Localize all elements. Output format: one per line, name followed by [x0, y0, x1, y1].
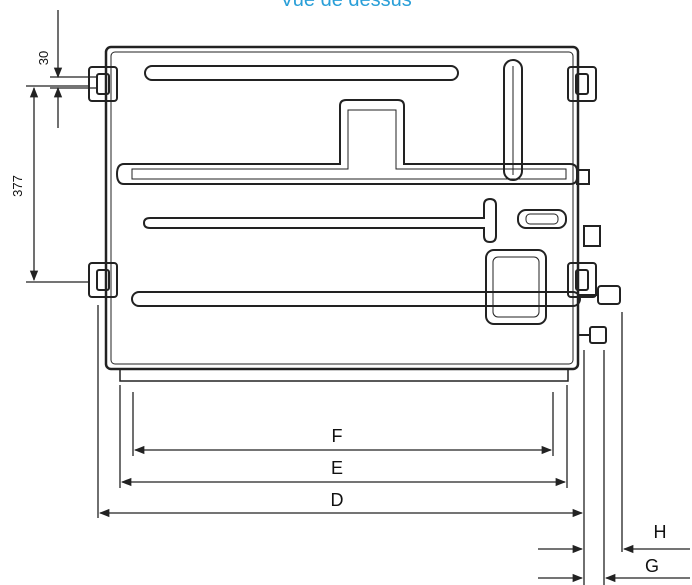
pipe-connector-upper — [597, 285, 621, 305]
dimension-377-label: 377 — [10, 175, 25, 197]
square-frame — [485, 249, 547, 325]
side-box-upper — [576, 169, 590, 185]
pipe-connector-lower — [589, 326, 607, 344]
dimension-d-label: D — [331, 490, 344, 510]
slot-right — [517, 209, 567, 229]
dimension-e-label: E — [331, 458, 343, 478]
side-box-lower — [583, 225, 601, 247]
groove-vertical — [503, 59, 523, 181]
unit-housing — [104, 45, 580, 371]
groove-bottom — [131, 291, 581, 307]
groove-top — [144, 65, 459, 81]
dimension-g-label: G — [645, 556, 659, 576]
view-title: Vue de dessus — [280, 0, 412, 11]
bracket-bottom-right — [567, 262, 597, 298]
bracket-bottom-left — [88, 262, 118, 298]
dimension-h-label: H — [654, 522, 667, 542]
bottom-flange — [119, 368, 569, 382]
bracket-top-right — [567, 66, 597, 102]
groove-t — [142, 197, 497, 244]
unit-housing-inner — [110, 51, 574, 365]
bracket-top-left — [88, 66, 118, 102]
dimension-30-label: 30 — [36, 51, 51, 65]
dimension-f-label: F — [332, 426, 343, 446]
groove-channel — [115, 99, 578, 185]
